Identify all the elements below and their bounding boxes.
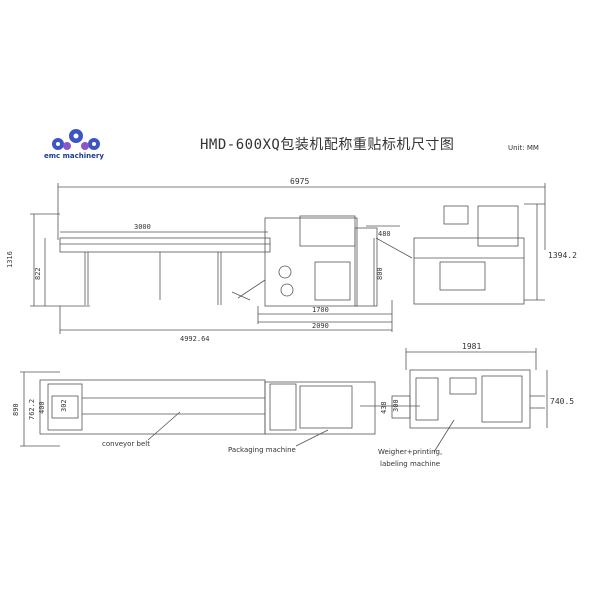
label-weigher-2: labeling machine [380, 460, 440, 468]
logo-text: emc machinery [44, 152, 104, 160]
dim-base-length: 4992.64 [180, 335, 210, 343]
label-packaging: Packaging machine [228, 446, 296, 454]
dim-conveyor-length: 3000 [134, 223, 151, 231]
dim-weigher-width: 740.5 [550, 397, 574, 406]
dim-total-height: 1316 [6, 251, 14, 268]
dim-300: 300 [392, 399, 400, 412]
dim-400: 400 [38, 401, 46, 414]
logo [46, 124, 110, 164]
side-packaging-machine [264, 217, 358, 307]
dim-1700: 1700 [312, 306, 329, 314]
dim-762: 762.2 [28, 399, 36, 420]
dim-480: 480 [378, 230, 391, 238]
side-conveyor [59, 237, 271, 253]
dim-weigher-height: 1394.2 [548, 251, 577, 260]
dim-conveyor-height: 822 [34, 267, 42, 280]
dim-overall-length: 6975 [290, 177, 309, 186]
unit-label: Unit: MM [508, 144, 539, 152]
dim-2090: 2090 [312, 322, 329, 330]
dim-800: 800 [376, 267, 384, 280]
gear-icon [52, 129, 100, 150]
label-conveyor: conveyor belt [102, 440, 150, 448]
dim-302: 302 [60, 399, 68, 412]
dim-438: 438 [380, 401, 388, 414]
dim-weigher-length: 1981 [462, 342, 481, 351]
top-weigher [409, 369, 531, 429]
label-weigher-1: Weigher+printing, [378, 448, 442, 456]
dim-overall-width: 890 [12, 403, 20, 416]
side-weigher [413, 237, 525, 305]
top-packaging-machine [264, 381, 376, 435]
page-title: HMD-600XQ包装机配称重贴标机尺寸图 [200, 137, 455, 153]
top-conveyor [39, 379, 266, 435]
